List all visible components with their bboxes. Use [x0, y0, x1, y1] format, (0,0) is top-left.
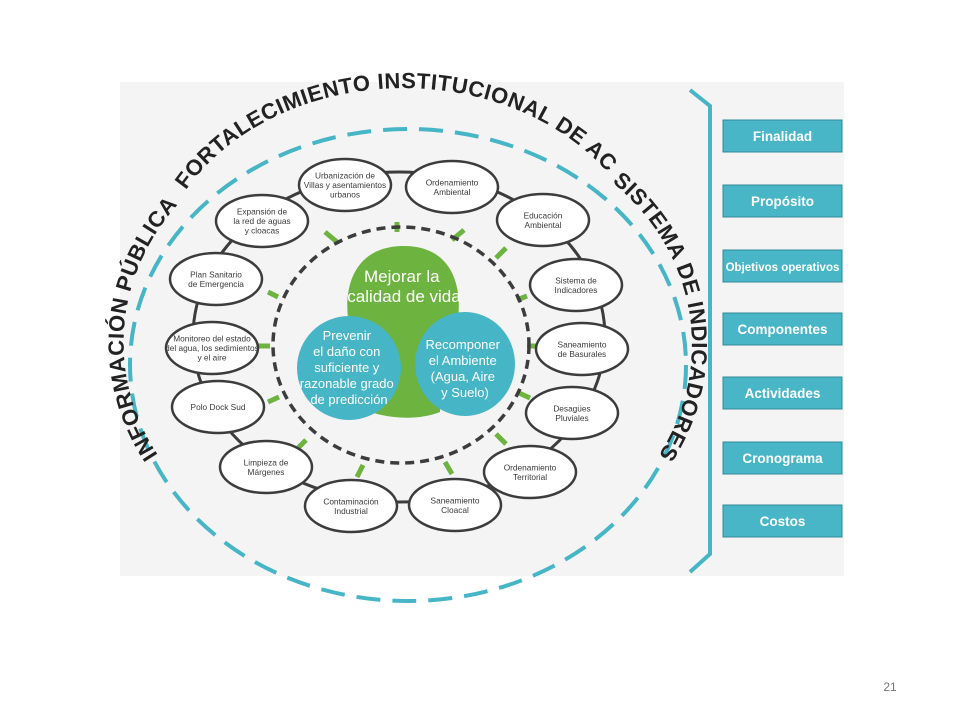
menu-box: [722, 312, 843, 346]
green-spoke: [494, 246, 508, 260]
node-ellipse: [534, 321, 630, 377]
inner-dashed-ring: [271, 225, 531, 465]
menu-item-actividades: Actividades: [722, 376, 843, 410]
menu-box: [722, 376, 843, 410]
menu-label: Objetivos operativos: [726, 262, 840, 274]
node-ellipse: [164, 320, 260, 376]
node-dock-sud: Polo Dock Sud: [170, 379, 266, 435]
menu-item-objetivos-operativos: Objetivos operativos: [722, 249, 843, 283]
arc-label-top: FORTALECIMIENTO INSTITUCIONAL DE ACUMAR: [0, 0, 622, 193]
menu-box: [722, 119, 843, 153]
green-spoke: [323, 230, 339, 244]
node-ellipse: [170, 379, 266, 435]
arc-label-right: SISTEMA DE INDICADORES: [609, 167, 712, 466]
menu-label: Cronograma: [742, 451, 823, 466]
green-spoke: [266, 394, 281, 405]
menu-box: [722, 441, 843, 475]
menu-item-costos: Costos: [722, 504, 843, 538]
node-ellipse: [168, 251, 264, 307]
menu-label: Propósito: [751, 194, 814, 209]
page-number: 21: [883, 680, 897, 694]
green-spoke: [354, 463, 366, 479]
node-ellipse: [303, 478, 399, 534]
outer-dashed-ring: [128, 127, 688, 603]
node-ellipse: [218, 439, 314, 495]
menu-item-finalidad: Finalidad: [722, 119, 843, 153]
menu-box: [722, 504, 843, 538]
center-right-text: Recomponer el Ambiente (Agua, Aire y Sue…: [426, 336, 505, 400]
green-spoke: [494, 432, 508, 446]
arc-label-left: INFORMACIÓN PÚBLICA: [103, 191, 181, 466]
menu-label: Actividades: [745, 386, 821, 401]
node-ellipse: [404, 159, 500, 215]
center-left-text: Prevenir el daño con suficiente y razona…: [300, 327, 398, 407]
menu-box: [722, 184, 843, 218]
node-ellipse: [528, 257, 624, 313]
node-ellipse: [524, 385, 620, 441]
node-ellipse: [495, 192, 591, 248]
node-ellipse: [214, 193, 310, 249]
green-spoke: [517, 390, 532, 401]
node-label: Polo Dock Sud: [191, 402, 246, 412]
green-spoke: [266, 289, 280, 300]
menu-label: Componentes: [737, 322, 827, 337]
menu-box: [722, 249, 843, 283]
center-top-text: Mejorar la calidad de vida: [347, 267, 461, 306]
center-group: Mejorar la calidad de vida Prevenir el d…: [297, 246, 515, 420]
menu-label: Finalidad: [753, 129, 812, 144]
menu-item-componentes: Componentes: [722, 312, 843, 346]
menu-item-prop-sito: Propósito: [722, 184, 843, 218]
center-teal-right-circle: [415, 312, 515, 416]
green-spoke: [442, 460, 455, 476]
node-ellipse: [482, 444, 578, 500]
menu-item-cronograma: Cronograma: [722, 441, 843, 475]
node-ellipse: [407, 477, 503, 533]
center-teal-left-circle: [297, 316, 401, 420]
menu-label: Costos: [760, 514, 806, 529]
menu-bracket: [688, 88, 712, 574]
node-ellipse: [297, 157, 393, 213]
